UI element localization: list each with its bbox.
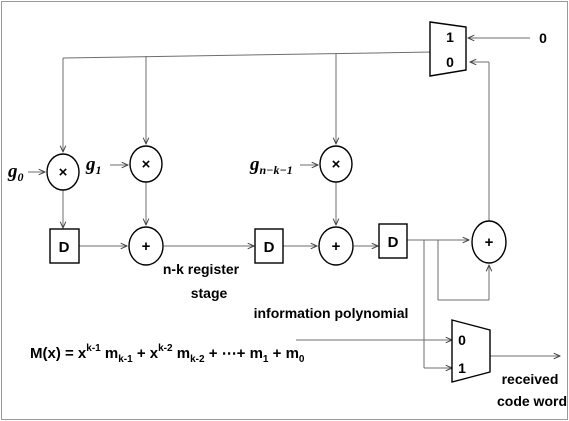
top-mux-input-1: 1	[446, 29, 454, 45]
g0-base: g	[7, 161, 18, 182]
multiplier-g1	[129, 145, 163, 183]
multiplier-g0-symbol: ×	[59, 164, 68, 181]
bottom-mux-input-1: 1	[458, 360, 466, 376]
adder-1	[128, 226, 164, 266]
register-0	[49, 228, 80, 264]
constant-zero-label: 0	[539, 30, 547, 46]
mp-t2: + x	[133, 345, 159, 362]
multiplier-gnk1	[319, 145, 353, 183]
code-word-label: code word	[497, 393, 567, 409]
adder-final-symbol: +	[485, 234, 494, 251]
mp-t5: + m	[268, 345, 298, 362]
gnk1-sub: n−k−1	[260, 163, 293, 177]
coefficient-gnk1-label: gn−k−1	[249, 154, 293, 177]
received-label: received	[502, 371, 559, 387]
mp-e1: k-1	[86, 343, 101, 354]
bottom-mux	[451, 319, 491, 383]
register-0-label: D	[59, 239, 70, 256]
mp-e2: k-2	[158, 343, 173, 354]
mp-s4: 0	[299, 354, 305, 365]
message-polynomial: M(x) = xk-1 mk-1 + xk-2 mk-2 + ⋯+ m1 + m…	[30, 343, 305, 365]
mp-t1: m	[101, 345, 119, 362]
coefficient-g1-label: g1	[85, 154, 102, 177]
adder-2-symbol: +	[332, 238, 341, 255]
multiplier-g1-symbol: ×	[142, 156, 151, 173]
gnk1-base: g	[249, 154, 260, 175]
top-mux-input-0: 0	[446, 54, 454, 70]
mp-t3: m	[173, 345, 191, 362]
multiplier-g0	[46, 153, 80, 191]
mp-s3: 1	[263, 354, 269, 365]
g1-sub: 1	[96, 163, 102, 177]
register-last	[378, 223, 408, 259]
coefficient-g0-label: g0	[7, 161, 24, 184]
adder-2	[318, 226, 354, 266]
mp-t4: + ⋯+ m	[205, 345, 263, 362]
register-middle	[254, 228, 284, 264]
top-mux	[429, 21, 467, 77]
adder-1-symbol: +	[142, 238, 151, 255]
register-last-label: D	[388, 234, 399, 251]
register-stage-label-line2: stage	[191, 285, 228, 301]
feedback-bus	[62, 51, 433, 59]
bottom-mux-input-0: 0	[458, 332, 466, 348]
mp-s1: k-1	[118, 354, 133, 365]
adder-final	[471, 220, 507, 264]
g1-base: g	[85, 154, 96, 175]
multiplier-gnk1-symbol: ×	[332, 156, 341, 173]
information-polynomial-label: information polynomial	[254, 305, 409, 321]
register-stage-label-line1: n-k register	[163, 261, 240, 277]
g0-sub: 0	[18, 170, 24, 184]
register-middle-label: D	[264, 239, 275, 256]
mp-s2: k-2	[190, 354, 205, 365]
mp-lhs: M(x) = x	[30, 345, 87, 362]
